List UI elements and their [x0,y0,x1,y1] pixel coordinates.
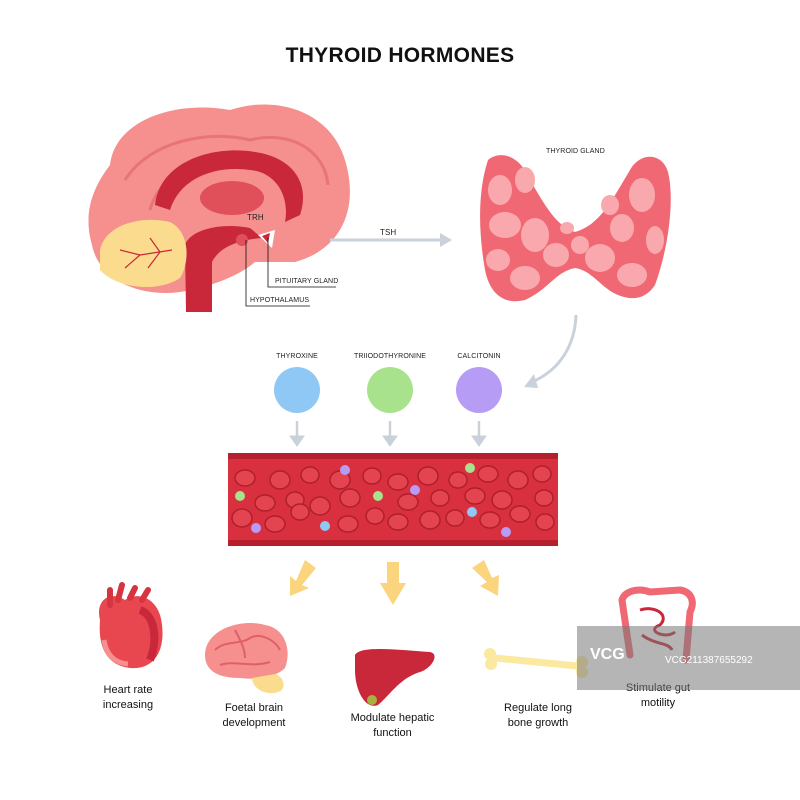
blood-vessel [228,453,558,546]
bone-caption: Regulate long bone growth [504,702,572,729]
hypothalamus-label: HYPOTHALAMUS [250,297,310,304]
page-title: THYROID HORMONES [285,44,515,67]
tsh-arrow [330,233,452,247]
liver-organ [355,648,435,706]
thyroid-gland-label: THYROID GLAND [546,148,605,155]
bone-organ [484,648,588,678]
liver-caption: Modulate hepatic function [350,712,435,739]
thyroxine-label: THYROXINE [276,353,318,360]
watermark-logo: VCG [590,646,625,663]
thyroxine-circle [274,367,320,413]
trh-label: TRH [247,213,264,222]
tsh-label: TSH [380,228,397,237]
effect-arrows [290,560,499,605]
hormone-down-arrows [289,421,487,447]
triiodothyronine-label: TRIIODOTHYRONINE [354,353,426,360]
brain-sagittal [88,104,350,312]
calcitonin-label: CALCITONIN [457,353,501,360]
heart-organ [99,582,163,669]
watermark-id: VCG211387655292 [665,655,753,666]
watermark-banner [577,626,800,690]
pituitary-label: PITUITARY GLAND [275,278,339,285]
brain-caption: Foetal brain development [222,702,286,729]
thyroid-gland [480,155,671,302]
calcitonin-circle [456,367,502,413]
foetal-brain-organ [205,623,288,694]
thyroid-to-hormones-arrow [524,314,578,388]
heart-caption: Heart rate increasing [102,684,154,711]
triiodothyronine-circle [367,367,413,413]
